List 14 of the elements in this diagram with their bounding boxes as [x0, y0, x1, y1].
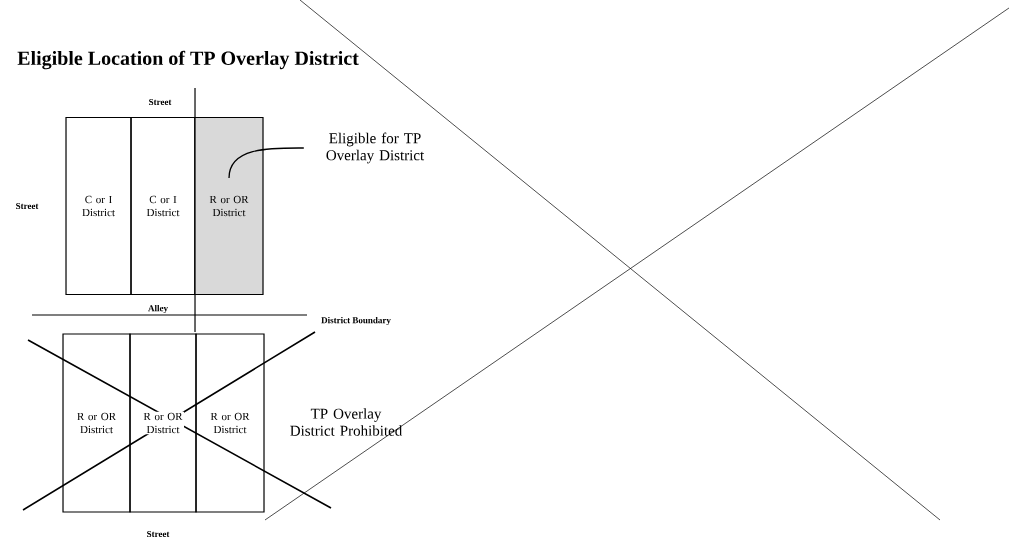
district-box: R or OR District: [62, 333, 131, 513]
district-box: R or OR District: [195, 333, 265, 513]
district-box: C or I District: [65, 116, 132, 296]
street-label: Street: [16, 202, 39, 210]
leader-line: [228, 147, 305, 179]
street-label: Street: [147, 530, 170, 537]
alley-label: Alley: [148, 304, 168, 314]
title: Eligible Location of TP Overlay District: [17, 50, 359, 70]
district-box: R or OR District: [129, 333, 197, 513]
callout-text: Eligible for TP Overlay District: [326, 132, 425, 164]
note-text: TP Overlay District Prohibited: [290, 408, 403, 436]
district-box: R or OR District: [194, 116, 264, 296]
boundary-label: District Boundary: [321, 316, 391, 326]
street-label: Street: [149, 98, 172, 106]
